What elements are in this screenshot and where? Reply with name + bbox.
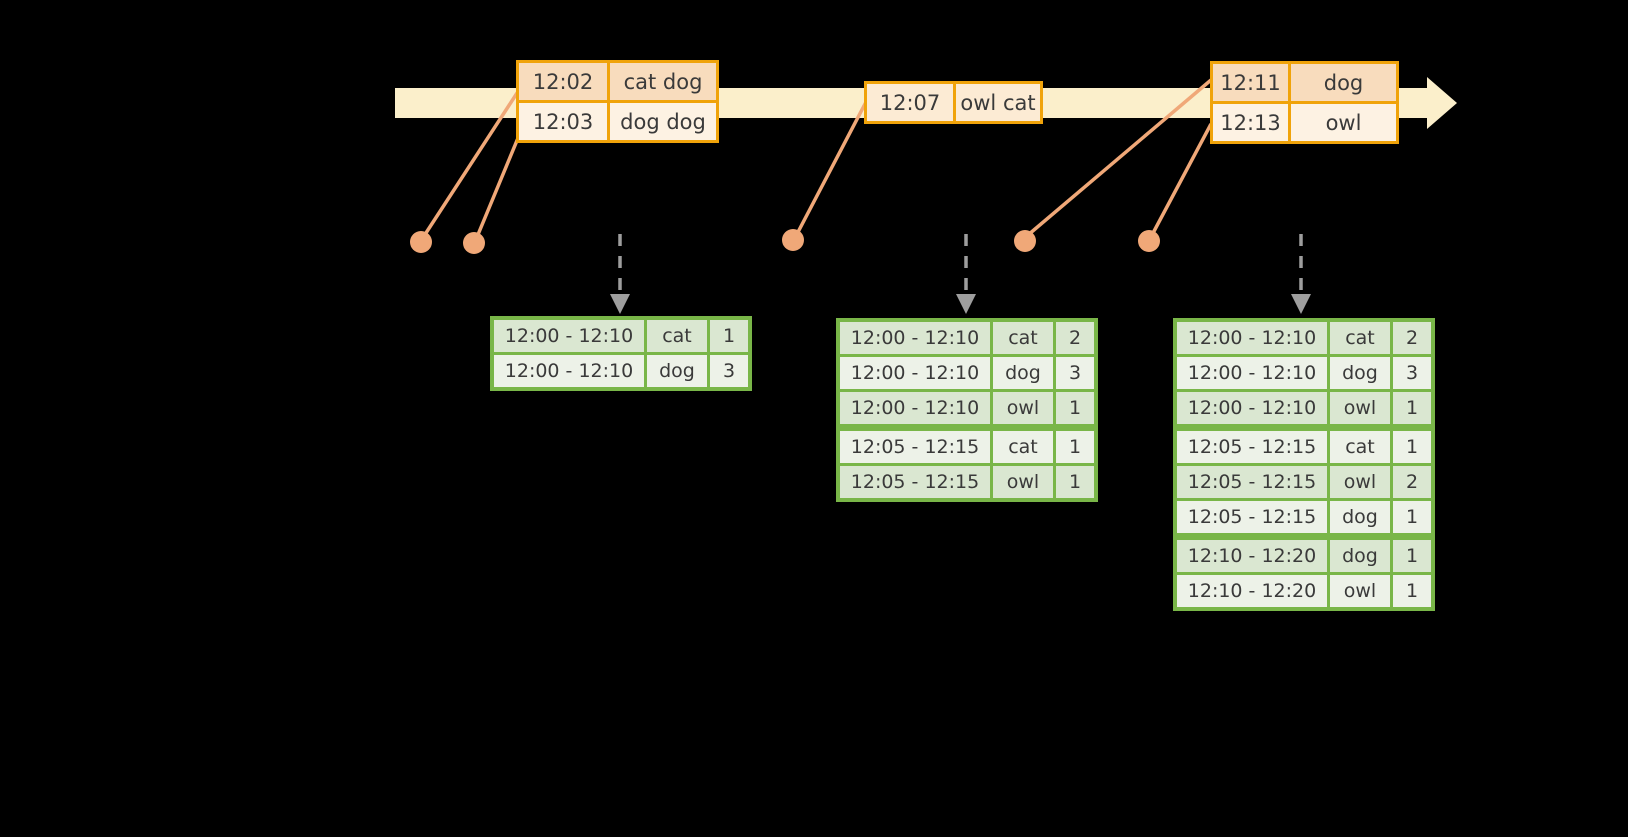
table-cell: 12:00 - 12:10	[840, 322, 990, 354]
table-cell: 2	[1393, 322, 1431, 354]
event-lines	[422, 78, 1213, 238]
timeline-arrowhead-icon	[1427, 77, 1457, 129]
table-cell: 3	[710, 355, 748, 387]
table-cell: 12:02	[519, 63, 607, 100]
trigger-arrowhead-icon	[610, 294, 630, 314]
table-cell: cat	[647, 320, 707, 352]
event-dot	[463, 232, 485, 254]
table-cell: 1	[1056, 431, 1094, 463]
table-cell: 1	[1393, 392, 1431, 424]
event-dot	[1014, 230, 1036, 252]
table-cell: owl	[1291, 104, 1396, 141]
event-dots	[410, 229, 1160, 254]
table-cell: dog	[647, 355, 707, 387]
table-cell: 12:07	[867, 84, 953, 121]
table-cell: 3	[1393, 357, 1431, 389]
table-cell: 12:00 - 12:10	[840, 357, 990, 389]
table-cell: 12:05 - 12:15	[840, 431, 990, 463]
table-cell: 12:10 - 12:20	[1177, 575, 1327, 607]
table-cell: 2	[1393, 466, 1431, 498]
table-cell: 12:05 - 12:15	[1177, 431, 1327, 463]
table-cell: cat	[1330, 431, 1390, 463]
event-line	[475, 125, 525, 238]
event-line	[422, 89, 521, 237]
table-cell: owl	[1330, 392, 1390, 424]
table-cell: 12:05 - 12:15	[840, 466, 990, 498]
table-cell: 12:00 - 12:10	[494, 320, 644, 352]
trigger-arrowhead-icon	[1291, 294, 1311, 314]
table-cell: 12:00 - 12:10	[1177, 357, 1327, 389]
table-cell: dog	[1330, 357, 1390, 389]
table-cell: cat dog	[610, 63, 716, 100]
table-cell: dog dog	[610, 103, 716, 140]
table-cell: cat	[993, 431, 1053, 463]
table-cell: 1	[1393, 540, 1431, 572]
table-cell: 12:00 - 12:10	[1177, 392, 1327, 424]
table-cell: 2	[1056, 322, 1094, 354]
table-cell: 12:13	[1213, 104, 1288, 141]
table-cell: 1	[1393, 501, 1431, 533]
table-cell: cat	[1330, 322, 1390, 354]
table-cell: owl	[1330, 575, 1390, 607]
table-cell: 12:05 - 12:15	[1177, 501, 1327, 533]
table-cell: owl	[1330, 466, 1390, 498]
trigger-arrowhead-icon	[956, 294, 976, 314]
table-cell: 1	[1056, 392, 1094, 424]
event-dot	[782, 229, 804, 251]
table-cell: 12:00 - 12:10	[840, 392, 990, 424]
table-cell: 1	[1393, 431, 1431, 463]
event-line	[795, 101, 868, 235]
table-cell: dog	[993, 357, 1053, 389]
event-dot	[410, 231, 432, 253]
table-cell: cat	[993, 322, 1053, 354]
table-cell: owl	[993, 392, 1053, 424]
event-dot	[1138, 230, 1160, 252]
table-cell: owl	[993, 466, 1053, 498]
event-line	[1026, 78, 1213, 237]
table-cell: 12:00 - 12:10	[494, 355, 644, 387]
table-cell: 1	[1393, 575, 1431, 607]
table-cell: 12:05 - 12:15	[1177, 466, 1327, 498]
table-cell: dog	[1330, 501, 1390, 533]
event-line	[1150, 123, 1213, 236]
table-cell: owl cat	[956, 84, 1040, 121]
trigger-arrowheads	[610, 294, 1311, 314]
trigger-arrows	[618, 234, 1303, 298]
table-cell: dog	[1291, 64, 1396, 101]
table-cell: 12:10 - 12:20	[1177, 540, 1327, 572]
table-cell: dog	[1330, 540, 1390, 572]
table-cell: 1	[1056, 466, 1094, 498]
table-cell: 12:11	[1213, 64, 1288, 101]
table-cell: 1	[710, 320, 748, 352]
table-cell: 12:00 - 12:10	[1177, 322, 1327, 354]
table-cell: 12:03	[519, 103, 607, 140]
table-cell: 3	[1056, 357, 1094, 389]
